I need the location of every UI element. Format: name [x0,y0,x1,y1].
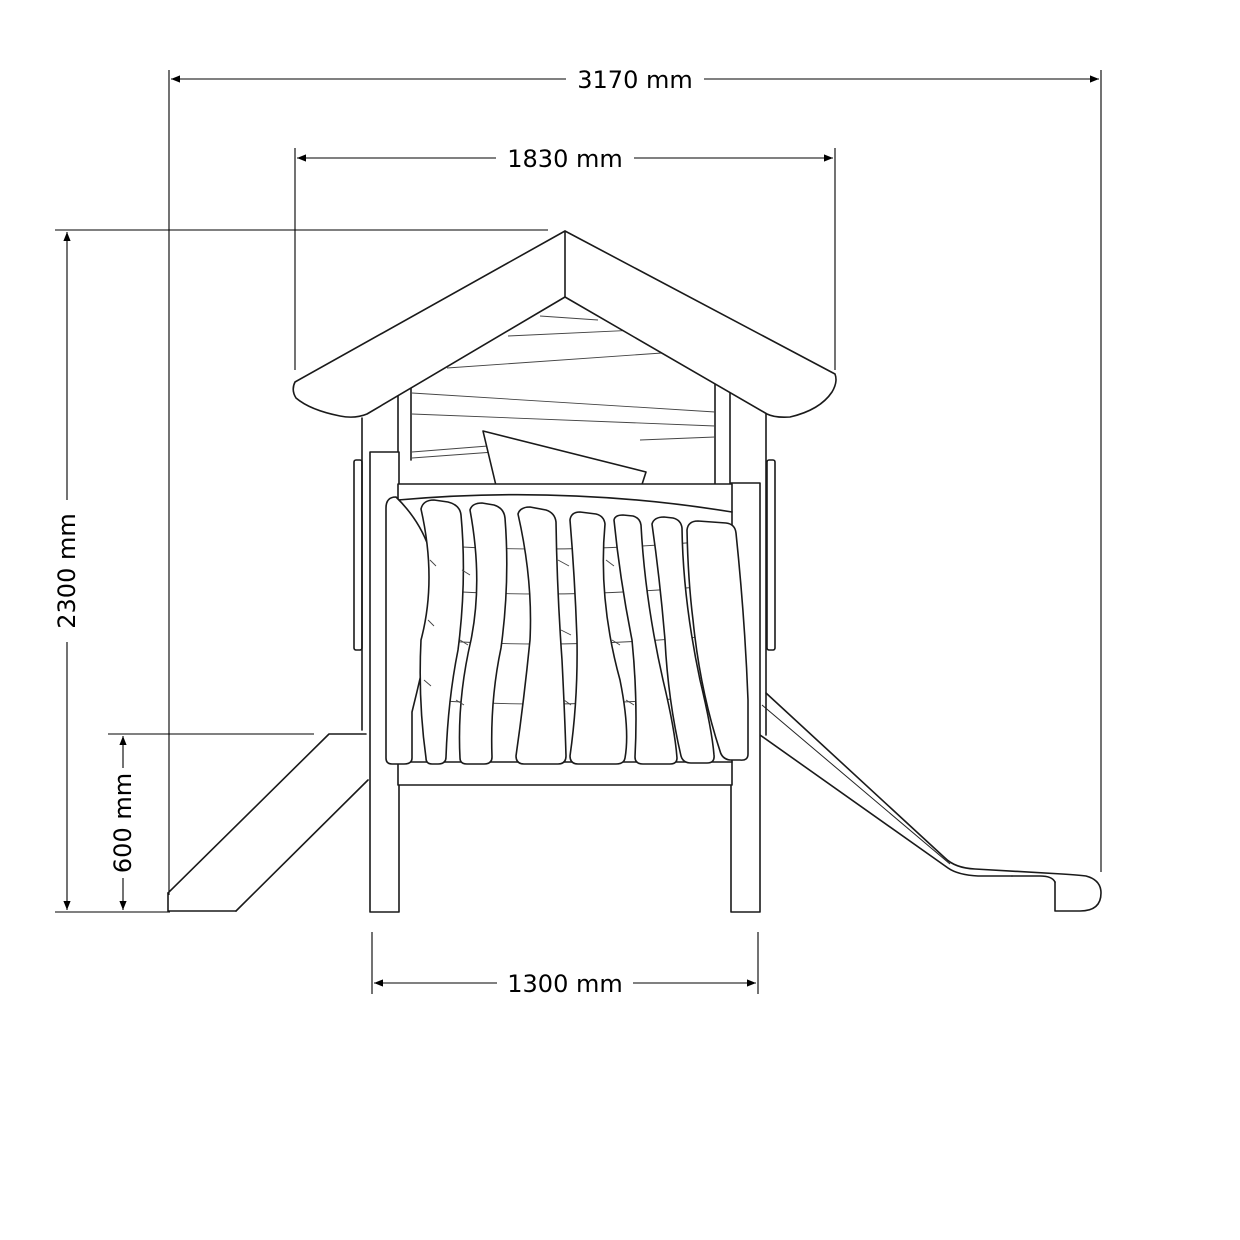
base-width-label: 1300 mm [507,970,622,998]
dimension-base-width: 1300 mm [371,932,759,998]
side-panels [353,403,776,736]
roof-width-label: 1830 mm [507,145,622,173]
dimension-total-height: 2300 mm [53,229,548,913]
total-height-label: 2300 mm [53,513,81,628]
climbing-slats [385,496,749,765]
back-wall [397,315,731,487]
right-slide [759,692,1102,912]
roof [292,230,837,418]
left-ramp [167,733,369,912]
dimension-platform-height: 600 mm [108,733,314,910]
dimension-roof-width: 1830 mm [294,145,836,370]
platform-height-label: 600 mm [109,773,137,873]
dimension-total-width: 3170 mm [168,66,1102,895]
total-width-label: 3170 mm [577,66,692,94]
